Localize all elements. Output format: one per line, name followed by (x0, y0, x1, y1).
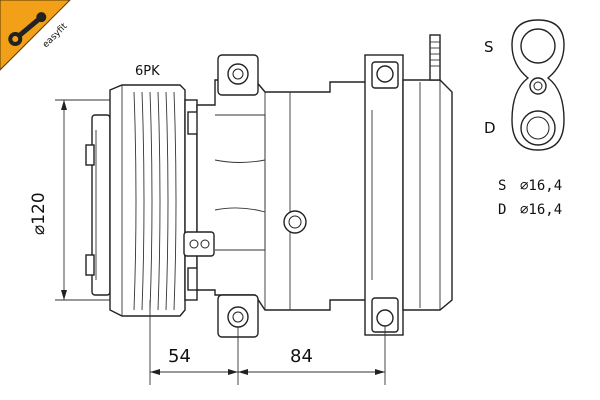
spec-value-s: ⌀16,4 (520, 178, 562, 194)
port-flange (511, 19, 565, 151)
diameter-dimension (55, 99, 110, 301)
wrench-icon (8, 12, 47, 46)
spec-port-d: D (498, 202, 506, 218)
length-dimension (149, 300, 386, 385)
discharge-letter: D (484, 119, 496, 137)
pulley (109, 84, 199, 317)
suction-port (520, 28, 556, 64)
rear-housing (364, 34, 453, 336)
electrical-connector (183, 231, 215, 257)
bottom-mount-hole-right (376, 309, 394, 327)
diameter-label: ⌀120 (29, 192, 49, 235)
belt-type-label: 6PK (135, 64, 160, 79)
pulley-grooves (133, 91, 177, 311)
suction-letter: S (484, 38, 494, 56)
dimension-left-label: 54 (168, 346, 191, 367)
compressor-body (183, 54, 371, 338)
port-specs: S ⌀16,4 D ⌀16,4 (498, 178, 562, 218)
clutch-plate (85, 114, 111, 296)
dimension-right-label: 84 (290, 346, 313, 367)
badge-triangle (0, 0, 71, 71)
top-mount-hole-right (376, 65, 394, 83)
stud-bolt (429, 34, 441, 81)
badge-text: easyfit (41, 21, 70, 50)
spec-port-s: S (498, 178, 506, 194)
easyfit-badge: easyfit (0, 0, 71, 71)
spec-value-d: ⌀16,4 (520, 202, 562, 218)
